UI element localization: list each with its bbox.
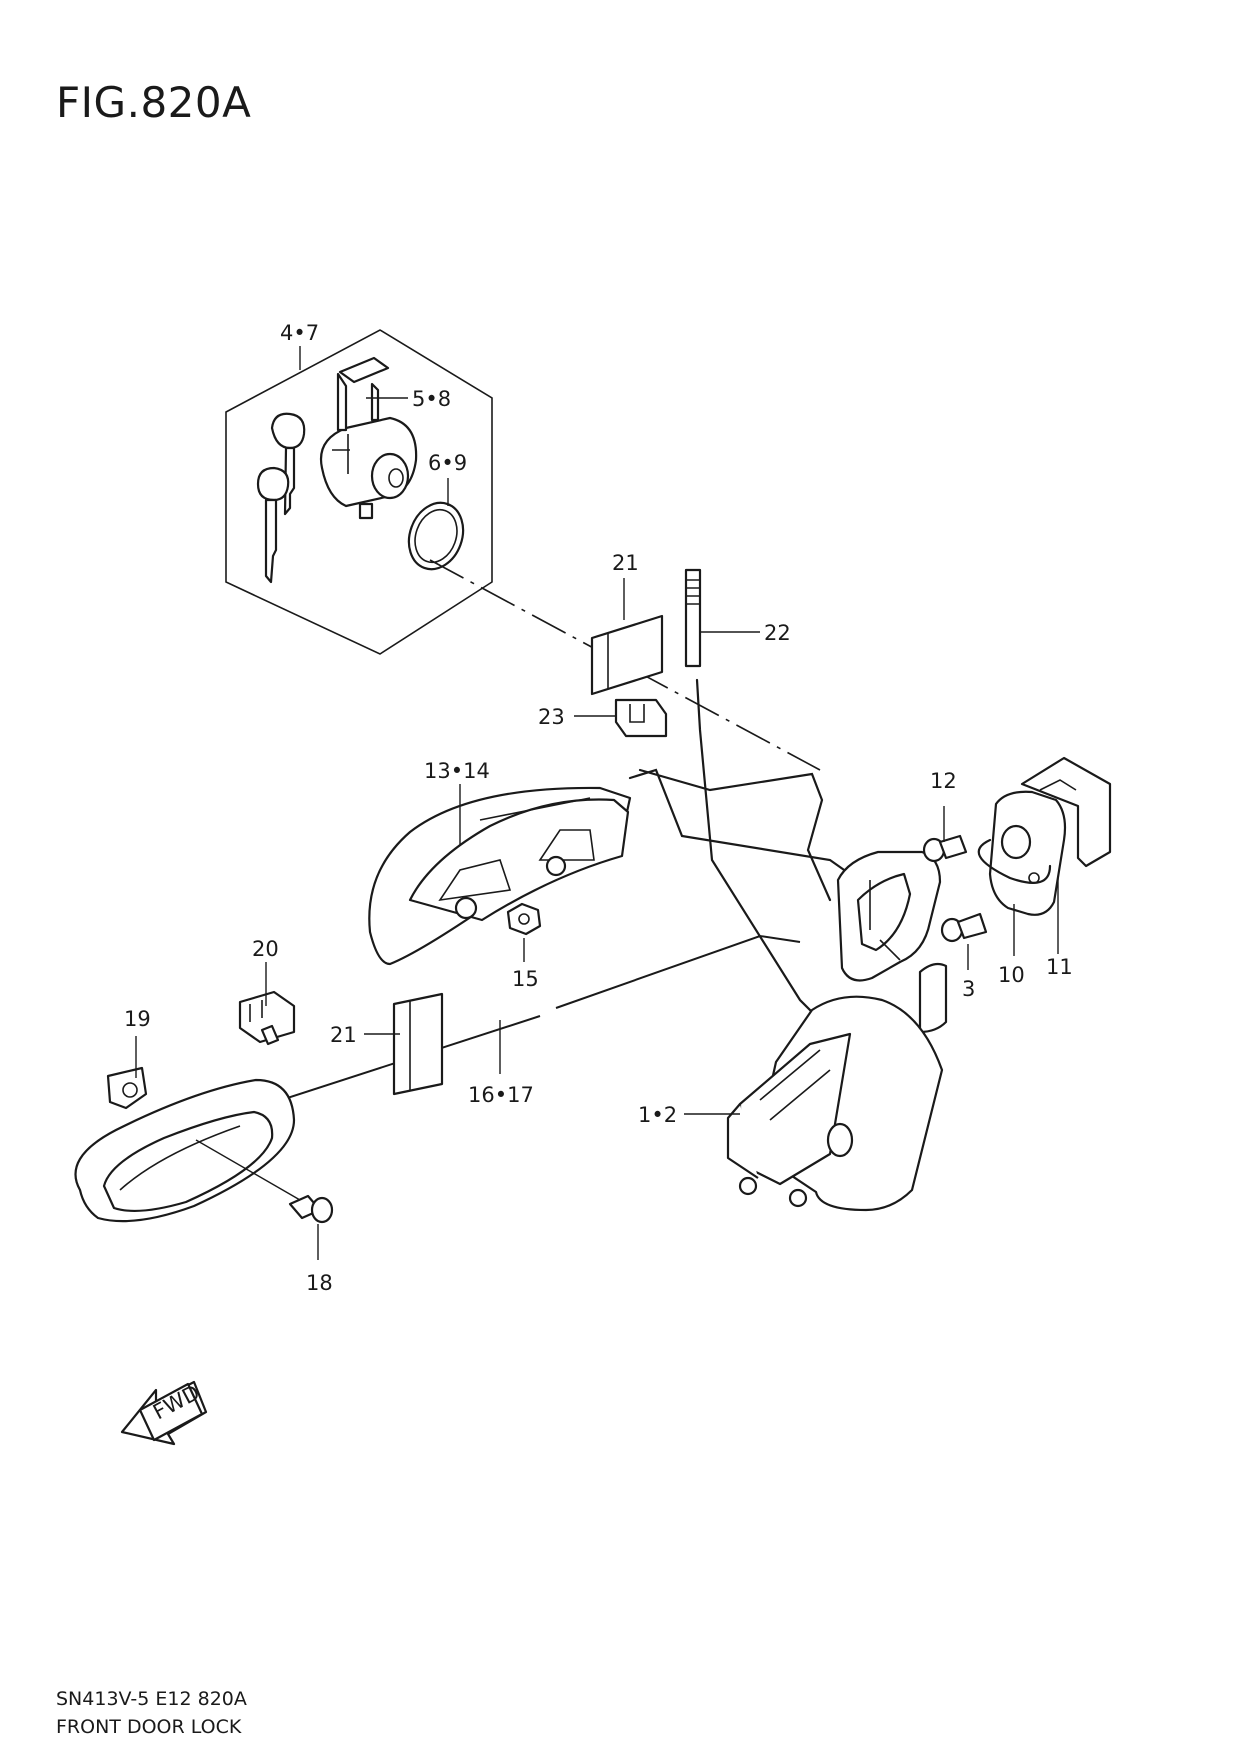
callout-6-9: 6•9: [428, 451, 467, 475]
inside-cable-b: [555, 934, 801, 1009]
o-ring: [407, 501, 465, 571]
outside-handle-rod: [628, 768, 866, 886]
hex-nut: [506, 902, 542, 936]
figure-title: FIG.820A: [56, 78, 252, 127]
key-icon: [256, 412, 306, 584]
callout-1-2: 1•2: [638, 1103, 677, 1127]
lock-rod: [695, 678, 842, 1042]
callout-16-17: 16•17: [468, 1083, 534, 1107]
callout-19: 19: [124, 1007, 151, 1031]
callout-21-lower: 21: [330, 1023, 357, 1047]
callout-labels: 4•7 5•8 6•9 21 22 23 13•14 12 15 20 3 10…: [124, 321, 1073, 1295]
outside-handle: [368, 786, 632, 966]
callout-5-8: 5•8: [412, 387, 451, 411]
foam-pad-upper: [590, 614, 664, 696]
callout-12: 12: [930, 769, 957, 793]
callout-11: 11: [1046, 955, 1073, 979]
screw-striker: [922, 834, 968, 863]
door-striker: [977, 790, 1067, 916]
callout-18: 18: [306, 1271, 333, 1295]
fwd-direction-arrow: FWD: [120, 1380, 208, 1446]
callout-13-14: 13•14: [424, 759, 490, 783]
bracket-clip: [238, 990, 296, 1046]
handle-clip: [106, 1066, 148, 1110]
inside-handle: [74, 1078, 296, 1223]
key-set-hexagon-outline: [225, 329, 493, 655]
lock-cylinder: [319, 416, 418, 520]
callout-23: 23: [538, 705, 565, 729]
callout-15: 15: [512, 967, 539, 991]
callout-10: 10: [998, 963, 1025, 987]
leader-lines: [135, 346, 1059, 1260]
callout-22: 22: [764, 621, 791, 645]
foam-pad-lower: [392, 992, 444, 1096]
callout-3: 3: [962, 977, 975, 1001]
retainer-clip: [336, 356, 390, 432]
callout-4-7: 4•7: [280, 321, 319, 345]
screw-guide-line: [195, 1139, 301, 1201]
rod-clip: [614, 698, 668, 738]
screw-latch: [940, 912, 988, 943]
section-name: FRONT DOOR LOCK: [56, 1716, 242, 1738]
key-link-rod: [638, 768, 832, 902]
key-cylinder-group: [225, 329, 493, 655]
striker-shim: [1020, 756, 1112, 868]
callout-20: 20: [252, 937, 279, 961]
screw-handle: [288, 1194, 334, 1224]
door-latch-assembly: [726, 850, 948, 1212]
model-code: SN413V-5 E12 820A: [56, 1688, 247, 1710]
lock-rod-knob: [684, 568, 702, 668]
callout-21-upper: 21: [612, 551, 639, 575]
